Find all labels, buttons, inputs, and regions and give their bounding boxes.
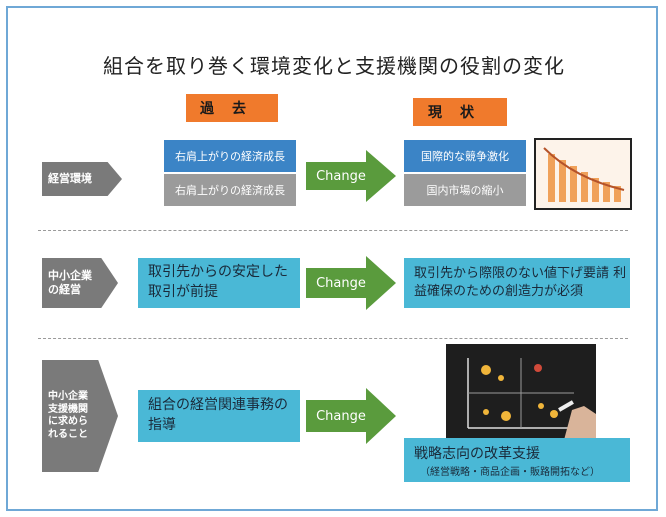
row-label-support-org-expectations: 中小企業支援機関に求められること xyxy=(42,360,118,472)
green-arrow-icon xyxy=(306,150,396,202)
strategy-title: 戦略志向の改革支援 xyxy=(414,445,540,462)
strategy-subtitle: （経営戦略・商品企画・販路開拓など） xyxy=(420,466,600,478)
past-box-2: 右肩上がりの経済成長 xyxy=(164,174,296,206)
declining-bar-chart-icon xyxy=(534,138,632,210)
change-label: Change xyxy=(316,275,366,291)
present-strategy-box: 戦略志向の改革支援 （経営戦略・商品企画・販路開拓など） xyxy=(404,438,630,482)
header-past: 過去 xyxy=(186,94,278,122)
change-arrow-1: Change xyxy=(306,150,396,202)
past-teal-box: 組合の経営関連事務の指導 xyxy=(138,390,300,442)
past-teal-box: 取引先からの安定した取引が前提 xyxy=(138,258,300,308)
change-label: Change xyxy=(316,168,366,184)
change-arrow-3: Change xyxy=(306,388,396,444)
separator-1 xyxy=(38,230,628,231)
separator-2 xyxy=(38,338,628,339)
page-title: 組合を取り巻く環境変化と支援機関の役割の変化 xyxy=(103,54,565,78)
header-present: 現状 xyxy=(413,98,507,126)
strategy-chalkboard-image xyxy=(446,344,596,440)
past-box-1: 右肩上がりの経済成長 xyxy=(164,140,296,172)
present-box-2: 国内市場の縮小 xyxy=(404,174,526,206)
present-teal-box: 取引先から際限のない値下げ要請 利益確保のための創造力が必須 xyxy=(404,258,630,308)
change-label: Change xyxy=(316,408,366,424)
green-arrow-icon xyxy=(306,256,396,310)
row-label-management-environment: 経営環境 xyxy=(42,162,122,196)
diagram-frame: 組合を取り巻く環境変化と支援機関の役割の変化 過去 現状 経営環境 右肩上がりの… xyxy=(6,6,658,511)
change-arrow-2: Change xyxy=(306,256,396,310)
row-label-text: 中小企業の経営 xyxy=(48,269,92,296)
row-label-text: 中小企業支援機関に求められること xyxy=(48,391,88,440)
green-arrow-icon xyxy=(306,388,396,444)
present-box-1: 国際的な競争激化 xyxy=(404,140,526,172)
row-label-text: 経営環境 xyxy=(48,172,92,186)
row-label-sme-management: 中小企業の経営 xyxy=(42,258,118,308)
